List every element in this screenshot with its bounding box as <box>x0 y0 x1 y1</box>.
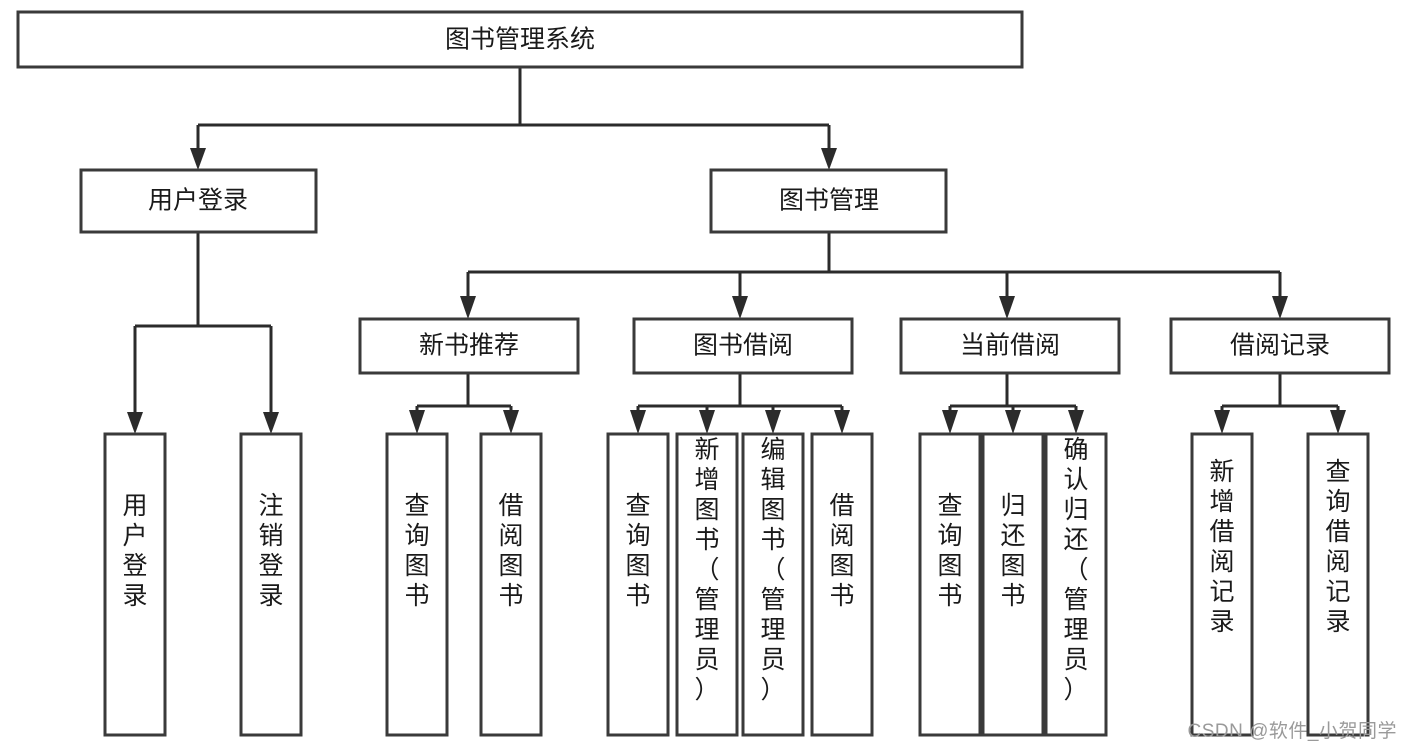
node-newbook-label: 新书推荐 <box>419 332 519 360</box>
csdn-watermark: CSDN @软件_小贺同学 <box>1187 721 1397 742</box>
arrow-to-records <box>1272 296 1288 319</box>
node-current-1-label: 查询图书 <box>937 492 962 610</box>
node-borrow-2-box[interactable] <box>675 432 739 737</box>
node-current-2-label: 归还图书 <box>1000 492 1025 610</box>
node-newbook-1-box[interactable] <box>385 432 449 737</box>
connector-layer <box>127 67 1346 434</box>
node-records-1[interactable]: 新增借阅记录 <box>1190 432 1254 737</box>
node-borrow-1-label: 查询图书 <box>625 492 650 610</box>
node-records-1-box[interactable] <box>1190 432 1254 737</box>
node-records-2-box[interactable] <box>1306 432 1370 737</box>
node-current[interactable]: 当前借阅 <box>899 317 1121 375</box>
arrow-to-borrow <box>732 296 748 319</box>
node-borrow-3-label: 编辑图书（管理员） <box>760 436 785 704</box>
node-newbook-2[interactable]: 借阅图书 <box>479 432 543 737</box>
node-login-2[interactable]: 注销登录 <box>239 432 303 737</box>
node-bookmgmt[interactable]: 图书管理 <box>709 168 948 234</box>
node-newbook[interactable]: 新书推荐 <box>358 317 580 375</box>
node-records[interactable]: 借阅记录 <box>1169 317 1391 375</box>
node-current-1-box[interactable] <box>918 432 982 737</box>
arrow-to-borrow-1 <box>630 410 646 434</box>
arrow-to-current-1 <box>942 410 958 434</box>
node-login-2-label: 注销登录 <box>258 492 283 610</box>
arrow-to-borrow-4 <box>834 410 850 434</box>
node-current-3-box[interactable] <box>1044 432 1108 737</box>
node-newbook-box[interactable] <box>358 317 580 375</box>
node-records-label: 借阅记录 <box>1230 332 1330 360</box>
arrow-to-records-1 <box>1214 410 1230 434</box>
node-bookmgmt-box[interactable] <box>709 168 948 234</box>
node-current-1[interactable]: 查询图书 <box>918 432 982 737</box>
node-current-2[interactable]: 归还图书 <box>981 432 1045 737</box>
node-borrow-1-box[interactable] <box>606 432 670 737</box>
node-borrow-label: 图书借阅 <box>693 332 793 360</box>
arrow-to-login <box>190 148 206 170</box>
node-login-label: 用户登录 <box>148 187 248 215</box>
node-current-2-box[interactable] <box>981 432 1045 737</box>
arrow-to-login-2 <box>263 412 279 434</box>
node-records-2-label: 查询借阅记录 <box>1325 458 1350 636</box>
node-current-3-label: 确认归还（管理员） <box>1063 436 1088 704</box>
arrow-to-records-2 <box>1330 410 1346 434</box>
node-borrow[interactable]: 图书借阅 <box>632 317 854 375</box>
node-borrow-4-box[interactable] <box>810 432 874 737</box>
node-login-box[interactable] <box>79 168 318 234</box>
arrow-to-login-1 <box>127 412 143 434</box>
node-current-box[interactable] <box>899 317 1121 375</box>
node-newbook-2-box[interactable] <box>479 432 543 737</box>
node-login-1-label: 用户登录 <box>122 492 147 610</box>
arrow-to-borrow-3 <box>765 410 781 434</box>
node-borrow-box[interactable] <box>632 317 854 375</box>
arrow-to-borrow-2 <box>699 410 715 434</box>
node-borrow-1[interactable]: 查询图书 <box>606 432 670 737</box>
arrow-to-newbook-1 <box>409 410 425 434</box>
node-current-3[interactable]: 确认归还（管理员） <box>1044 432 1108 737</box>
node-newbook-1-label: 查询图书 <box>404 492 429 610</box>
arrow-to-bookmgmt <box>821 148 837 170</box>
node-login-2-box[interactable] <box>239 432 303 737</box>
node-newbook-1[interactable]: 查询图书 <box>385 432 449 737</box>
node-borrow-2-label: 新增图书（管理员） <box>694 436 719 704</box>
node-borrow-4[interactable]: 借阅图书 <box>810 432 874 737</box>
node-borrow-4-label: 借阅图书 <box>829 492 854 610</box>
node-records-2[interactable]: 查询借阅记录 <box>1306 432 1370 737</box>
node-root-label: 图书管理系统 <box>445 26 595 54</box>
node-root[interactable]: 图书管理系统 <box>16 10 1024 69</box>
node-borrow-3-box[interactable] <box>741 432 805 737</box>
node-bookmgmt-label: 图书管理 <box>779 187 879 215</box>
node-login-1[interactable]: 用户登录 <box>103 432 167 737</box>
node-login[interactable]: 用户登录 <box>79 168 318 234</box>
node-current-label: 当前借阅 <box>960 332 1060 360</box>
arrow-to-newbook-2 <box>503 410 519 434</box>
node-borrow-3[interactable]: 编辑图书（管理员） <box>741 432 805 737</box>
arrow-to-current-2 <box>1005 410 1021 434</box>
node-borrow-2[interactable]: 新增图书（管理员） <box>675 432 739 737</box>
node-newbook-2-label: 借阅图书 <box>498 492 523 610</box>
node-records-1-label: 新增借阅记录 <box>1209 458 1234 636</box>
node-root-box[interactable] <box>16 10 1024 69</box>
arrow-to-current <box>999 296 1015 319</box>
arrow-to-newbook <box>460 296 476 319</box>
node-records-box[interactable] <box>1169 317 1391 375</box>
node-login-1-box[interactable] <box>103 432 167 737</box>
arrow-to-current-3 <box>1068 410 1084 434</box>
